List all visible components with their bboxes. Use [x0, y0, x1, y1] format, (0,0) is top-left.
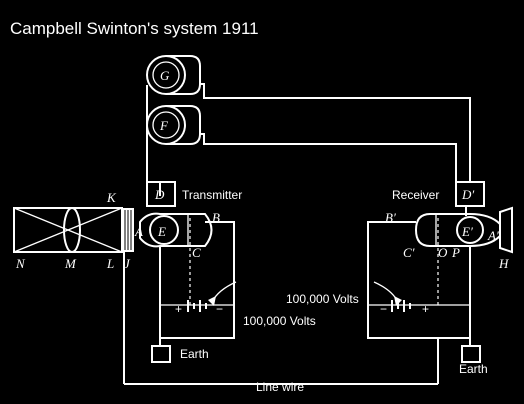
label-p: P [451, 245, 460, 260]
transmitter-tube-e [139, 212, 213, 305]
volts-left-label: 100,000 Volts [243, 314, 316, 328]
label-l: L [106, 256, 114, 271]
label-e: E [157, 224, 166, 239]
label-o: O [438, 245, 448, 260]
label-c: C [192, 245, 201, 260]
label-a-prime: A′ [487, 228, 499, 243]
earth-left-label: Earth [180, 347, 209, 361]
earth-left-plate [151, 345, 171, 363]
voltage-arrow-right [373, 281, 399, 303]
earth-right-label: Earth [459, 362, 488, 376]
label-d-prime: D′ [461, 187, 474, 202]
generator-f [146, 105, 201, 145]
camera-lens-tube [13, 207, 134, 253]
svg-text:−: − [216, 302, 223, 316]
transmitter-circuit [123, 221, 235, 384]
label-h: H [498, 256, 509, 271]
label-f: F [159, 118, 169, 133]
receiver-tube-e-prime [414, 206, 513, 305]
label-j: J [124, 256, 131, 271]
svg-text:+: + [175, 302, 182, 316]
label-a: A [134, 224, 143, 239]
label-n: N [15, 256, 26, 271]
label-b-prime: B′ [385, 210, 396, 225]
transmitter-battery: + − [175, 300, 223, 316]
receiver-circuit [124, 221, 471, 385]
label-g: G [160, 68, 170, 83]
voltage-arrow-left [211, 281, 237, 303]
diagram-title: Campbell Swinton's system 1911 [10, 19, 259, 38]
receiver-battery: − + [380, 300, 429, 316]
label-b: B [212, 210, 220, 225]
generator-g [146, 55, 201, 95]
deflector-d-prime-box [455, 181, 485, 207]
label-c-prime: C′ [403, 245, 415, 260]
svg-text:+: + [422, 302, 429, 316]
earth-right-plate [461, 345, 481, 363]
label-e-prime: E′ [461, 224, 473, 239]
label-k: K [106, 190, 117, 205]
volts-right-label: 100,000 Volts [286, 292, 359, 306]
label-m: M [64, 256, 77, 271]
line-wire-label: Line wire [256, 380, 304, 394]
svg-text:−: − [380, 302, 387, 316]
label-d: D [154, 187, 165, 202]
deflector-d-box [146, 181, 176, 207]
transmitter-label: Transmitter [182, 188, 242, 202]
receiver-label: Receiver [392, 188, 439, 202]
